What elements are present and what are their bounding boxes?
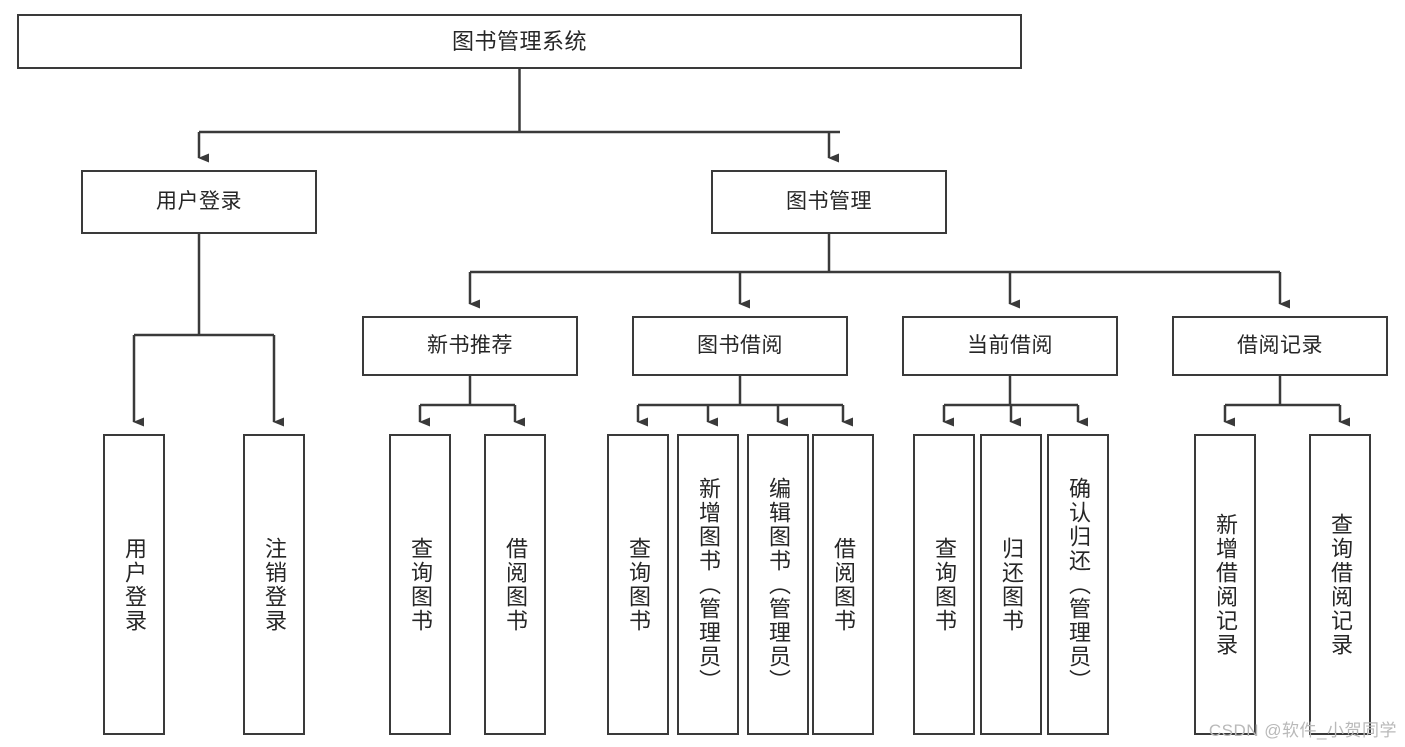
node-leaf-confirm-return[interactable]: 确认归还（管理员） bbox=[1047, 434, 1109, 735]
node-leaf-query-book-bor-label: 查询图书 bbox=[626, 536, 651, 633]
node-leaf-return-book-label: 归还图书 bbox=[999, 536, 1024, 633]
node-leaf-add-book-admin[interactable]: 新增图书（管理员） bbox=[677, 434, 739, 735]
node-leaf-query-borrow-record[interactable]: 查询借阅记录 bbox=[1309, 434, 1371, 735]
node-root-label: 图书管理系统 bbox=[451, 28, 587, 54]
node-leaf-user-logout-label: 注销登录 bbox=[262, 536, 287, 633]
node-leaf-user-login[interactable]: 用户登录 bbox=[103, 434, 165, 735]
node-leaf-query-borrow-record-label: 查询借阅记录 bbox=[1328, 512, 1353, 657]
node-current-borrow-label: 当前借阅 bbox=[967, 334, 1053, 358]
node-leaf-query-book-cur[interactable]: 查询图书 bbox=[913, 434, 975, 735]
node-leaf-edit-book-admin-label: 编辑图书（管理员） bbox=[766, 476, 791, 693]
node-leaf-confirm-return-label: 确认归还（管理员） bbox=[1066, 476, 1091, 693]
node-leaf-query-book-bor[interactable]: 查询图书 bbox=[607, 434, 669, 735]
node-leaf-query-book-rec[interactable]: 查询图书 bbox=[389, 434, 451, 735]
node-leaf-return-book[interactable]: 归还图书 bbox=[980, 434, 1042, 735]
node-new-book-recommend-label: 新书推荐 bbox=[427, 334, 513, 358]
node-leaf-query-book-rec-label: 查询图书 bbox=[408, 536, 433, 633]
node-user-login[interactable]: 用户登录 bbox=[81, 170, 317, 234]
node-root[interactable]: 图书管理系统 bbox=[17, 14, 1022, 69]
node-leaf-borrow-book-rec[interactable]: 借阅图书 bbox=[484, 434, 546, 735]
node-leaf-user-logout[interactable]: 注销登录 bbox=[243, 434, 305, 735]
node-leaf-query-book-cur-label: 查询图书 bbox=[932, 536, 957, 633]
node-book-manage-label: 图书管理 bbox=[786, 190, 872, 214]
node-leaf-edit-book-admin[interactable]: 编辑图书（管理员） bbox=[747, 434, 809, 735]
node-leaf-borrow-book-bor[interactable]: 借阅图书 bbox=[812, 434, 874, 735]
node-book-manage[interactable]: 图书管理 bbox=[711, 170, 947, 234]
node-borrow-record[interactable]: 借阅记录 bbox=[1172, 316, 1388, 376]
node-leaf-borrow-book-rec-label: 借阅图书 bbox=[503, 536, 528, 633]
node-leaf-borrow-book-bor-label: 借阅图书 bbox=[831, 536, 856, 633]
node-new-book-recommend[interactable]: 新书推荐 bbox=[362, 316, 578, 376]
node-book-borrow[interactable]: 图书借阅 bbox=[632, 316, 848, 376]
node-book-borrow-label: 图书借阅 bbox=[697, 334, 783, 358]
node-current-borrow[interactable]: 当前借阅 bbox=[902, 316, 1118, 376]
node-leaf-add-borrow-record-label: 新增借阅记录 bbox=[1213, 512, 1238, 657]
watermark: CSDN @软件_小贺同学 bbox=[1208, 721, 1397, 740]
node-leaf-user-login-label: 用户登录 bbox=[122, 536, 147, 633]
node-leaf-add-book-admin-label: 新增图书（管理员） bbox=[696, 476, 721, 693]
node-borrow-record-label: 借阅记录 bbox=[1237, 334, 1323, 358]
node-user-login-label: 用户登录 bbox=[156, 190, 242, 214]
node-leaf-add-borrow-record[interactable]: 新增借阅记录 bbox=[1194, 434, 1256, 735]
